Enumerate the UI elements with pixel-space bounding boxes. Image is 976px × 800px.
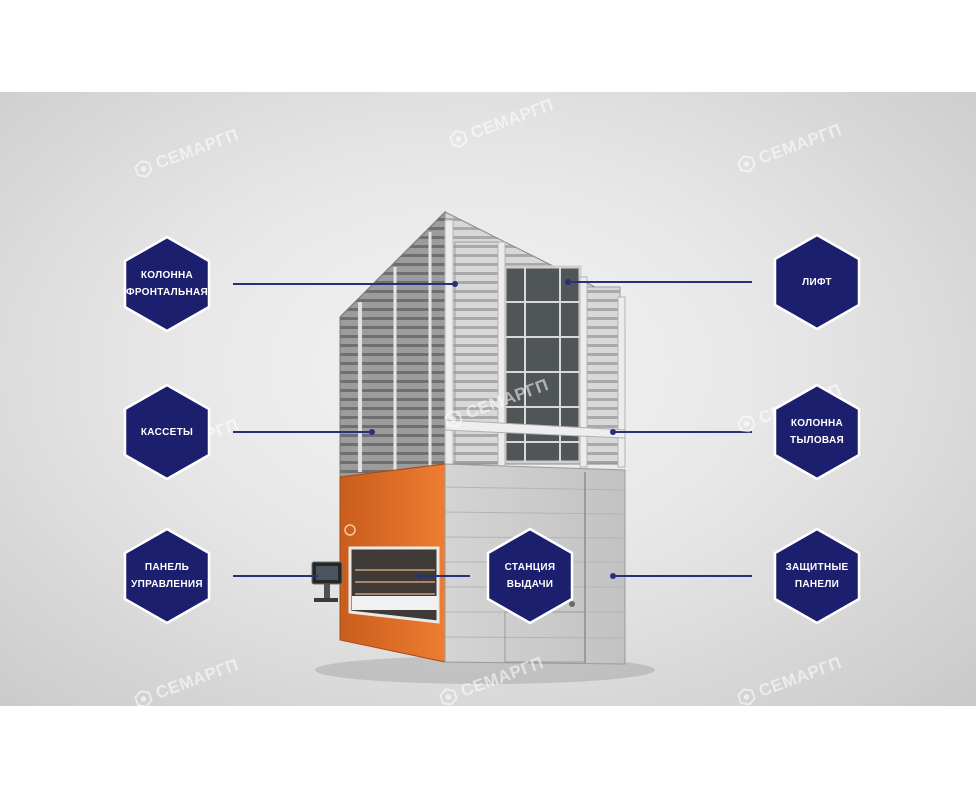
callout-protective-panels[interactable]: защитные панели bbox=[771, 526, 863, 626]
watermark: СЕМАРГП bbox=[735, 653, 845, 706]
callout-column-front[interactable]: колонна фронтальная bbox=[121, 234, 213, 334]
hexagon-badge-icon bbox=[123, 383, 211, 481]
brand-mark-icon bbox=[439, 688, 458, 706]
hexagon-badge-icon bbox=[773, 383, 861, 481]
hexagon-badge-icon bbox=[123, 527, 211, 625]
callout-control-panel[interactable]: панель управления bbox=[121, 526, 213, 626]
watermark: СЕМАРГП bbox=[437, 653, 547, 706]
hexagon-badge-icon bbox=[773, 233, 861, 331]
watermark: СЕМАРГП bbox=[132, 655, 242, 706]
brand-mark-icon bbox=[134, 690, 153, 706]
callout-label: колонна тыловая bbox=[790, 418, 844, 446]
callout-label: кассеты bbox=[140, 426, 194, 438]
callout-issue-station[interactable]: станция выдачи bbox=[484, 526, 576, 626]
callout-label: станция выдачи bbox=[504, 562, 556, 590]
watermark: СЕМАРГП bbox=[735, 380, 845, 436]
brand-mark-icon bbox=[449, 130, 468, 148]
brand-mark-icon bbox=[737, 155, 756, 173]
brand-mark-icon bbox=[737, 688, 756, 706]
callout-label: защитные панели bbox=[785, 562, 849, 590]
watermark: СЕМАРГП bbox=[442, 375, 552, 431]
station-window bbox=[348, 546, 440, 624]
brand-mark-icon bbox=[134, 160, 153, 178]
watermark: СЕМАРГП bbox=[735, 120, 845, 176]
hexagon-badge-icon bbox=[773, 527, 861, 625]
brand-mark-icon bbox=[444, 410, 463, 428]
frame-belt bbox=[444, 419, 626, 439]
callout-cassettes[interactable]: кассеты bbox=[121, 382, 213, 482]
illustration-stage: СЕМАРГП СЕМАРГП СЕМАРГП СЕМАРГП СЕМАРГП … bbox=[0, 92, 976, 706]
watermark: СЕМАРГП bbox=[132, 125, 242, 181]
hexagon-badge-icon bbox=[123, 235, 211, 333]
storage-machine-illustration bbox=[233, 210, 752, 684]
watermark: СЕМАРГП bbox=[447, 95, 557, 151]
brand-mark-icon bbox=[737, 415, 756, 433]
callout-label: колонна фронтальная bbox=[125, 270, 209, 298]
callout-label: панель управления bbox=[131, 562, 203, 590]
callout-column-rear[interactable]: колонна тыловая bbox=[771, 382, 863, 482]
callout-label: лифт bbox=[802, 276, 832, 288]
station-tray bbox=[352, 596, 438, 610]
callout-lift[interactable]: лифт bbox=[771, 232, 863, 332]
hexagon-badge-icon bbox=[486, 527, 574, 625]
